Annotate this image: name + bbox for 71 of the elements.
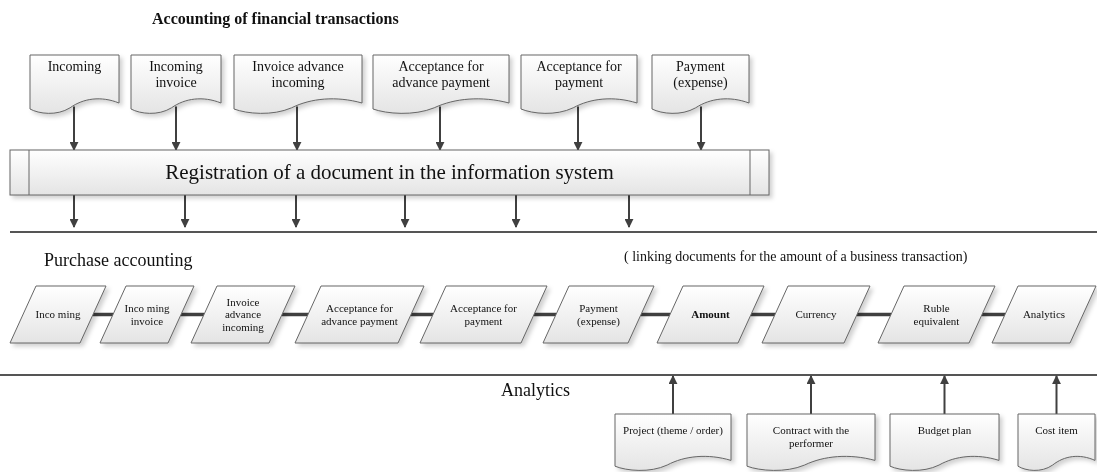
- document-shape: [1018, 414, 1095, 472]
- connector-line: [411, 312, 433, 317]
- arrow: [668, 375, 678, 415]
- document-shape: [747, 414, 875, 472]
- arrow: [435, 105, 445, 151]
- arrow: [400, 194, 410, 228]
- arrow: [696, 105, 706, 151]
- data-parallelogram: [420, 286, 547, 343]
- arrow: [511, 194, 521, 228]
- arrow: [69, 105, 79, 151]
- node-text: Cost item: [1034, 424, 1079, 437]
- connector-line: [751, 312, 775, 317]
- node-text: Incoming: [46, 59, 103, 76]
- data-parallelogram: [657, 286, 764, 343]
- node-text: Inco ming: [34, 308, 82, 321]
- connector-line: [282, 312, 308, 317]
- node-text: Invoice advance incoming: [251, 59, 345, 92]
- document-shape: [30, 55, 119, 115]
- document-shape: [521, 55, 637, 115]
- document-shape: [615, 414, 731, 472]
- data-parallelogram: [10, 286, 106, 343]
- node-text: Payment (expense): [672, 59, 729, 92]
- node-text: Ruble equivalent: [912, 301, 961, 328]
- connector-line: [641, 312, 670, 317]
- node-text: Acceptance for advance payment: [391, 59, 491, 92]
- arrow: [624, 194, 634, 228]
- section-heading: Analytics: [501, 380, 570, 401]
- document-shape: [652, 55, 749, 115]
- document-shape: [890, 414, 999, 472]
- arrow: [180, 194, 190, 228]
- node-text: Project (theme / order): [622, 424, 724, 437]
- node-text: Registration of a document in the information system: [164, 160, 615, 185]
- arrow: [1052, 375, 1061, 415]
- data-parallelogram: [295, 286, 424, 343]
- node-text: Payment (expense): [576, 301, 621, 328]
- process-bar: [10, 150, 769, 195]
- data-parallelogram: [992, 286, 1096, 343]
- arrow: [806, 375, 816, 415]
- arrow: [171, 105, 181, 151]
- data-parallelogram: [762, 286, 870, 343]
- connector-line: [181, 312, 204, 317]
- document-shape: [234, 55, 362, 115]
- node-text: Currency: [794, 308, 838, 321]
- node-text: Analytics: [1021, 308, 1067, 321]
- arrow: [573, 105, 583, 151]
- node-text: Acceptance for payment: [535, 59, 623, 92]
- node-text: Inco ming invoice: [123, 301, 171, 328]
- node-text: Contract with the performer: [771, 424, 851, 450]
- document-shape: [131, 55, 221, 115]
- node-text: Acceptance for advance payment: [320, 301, 399, 328]
- connector-line: [534, 312, 556, 317]
- arrow: [292, 105, 302, 151]
- diagram-title: Accounting of financial transactions: [152, 10, 399, 28]
- node-text: Budget plan: [916, 424, 973, 437]
- node-text: Invoice advance incoming: [221, 295, 265, 334]
- section-heading: Purchase accounting: [44, 250, 193, 271]
- data-parallelogram: [878, 286, 995, 343]
- arrow: [940, 375, 949, 415]
- node-text: Amount: [690, 308, 731, 321]
- document-shape: [373, 55, 509, 115]
- connector-line: [857, 312, 891, 317]
- node-text: Incoming invoice: [148, 59, 204, 92]
- data-parallelogram: [100, 286, 194, 343]
- note-text: ( linking documents for the amount of a business transaction): [624, 249, 968, 265]
- arrow: [291, 194, 301, 228]
- arrow: [69, 194, 79, 228]
- data-parallelogram: [543, 286, 654, 343]
- connector-line: [93, 312, 113, 317]
- connector-line: [982, 312, 1005, 317]
- node-text: Acceptance for payment: [449, 301, 518, 328]
- data-parallelogram: [191, 286, 295, 343]
